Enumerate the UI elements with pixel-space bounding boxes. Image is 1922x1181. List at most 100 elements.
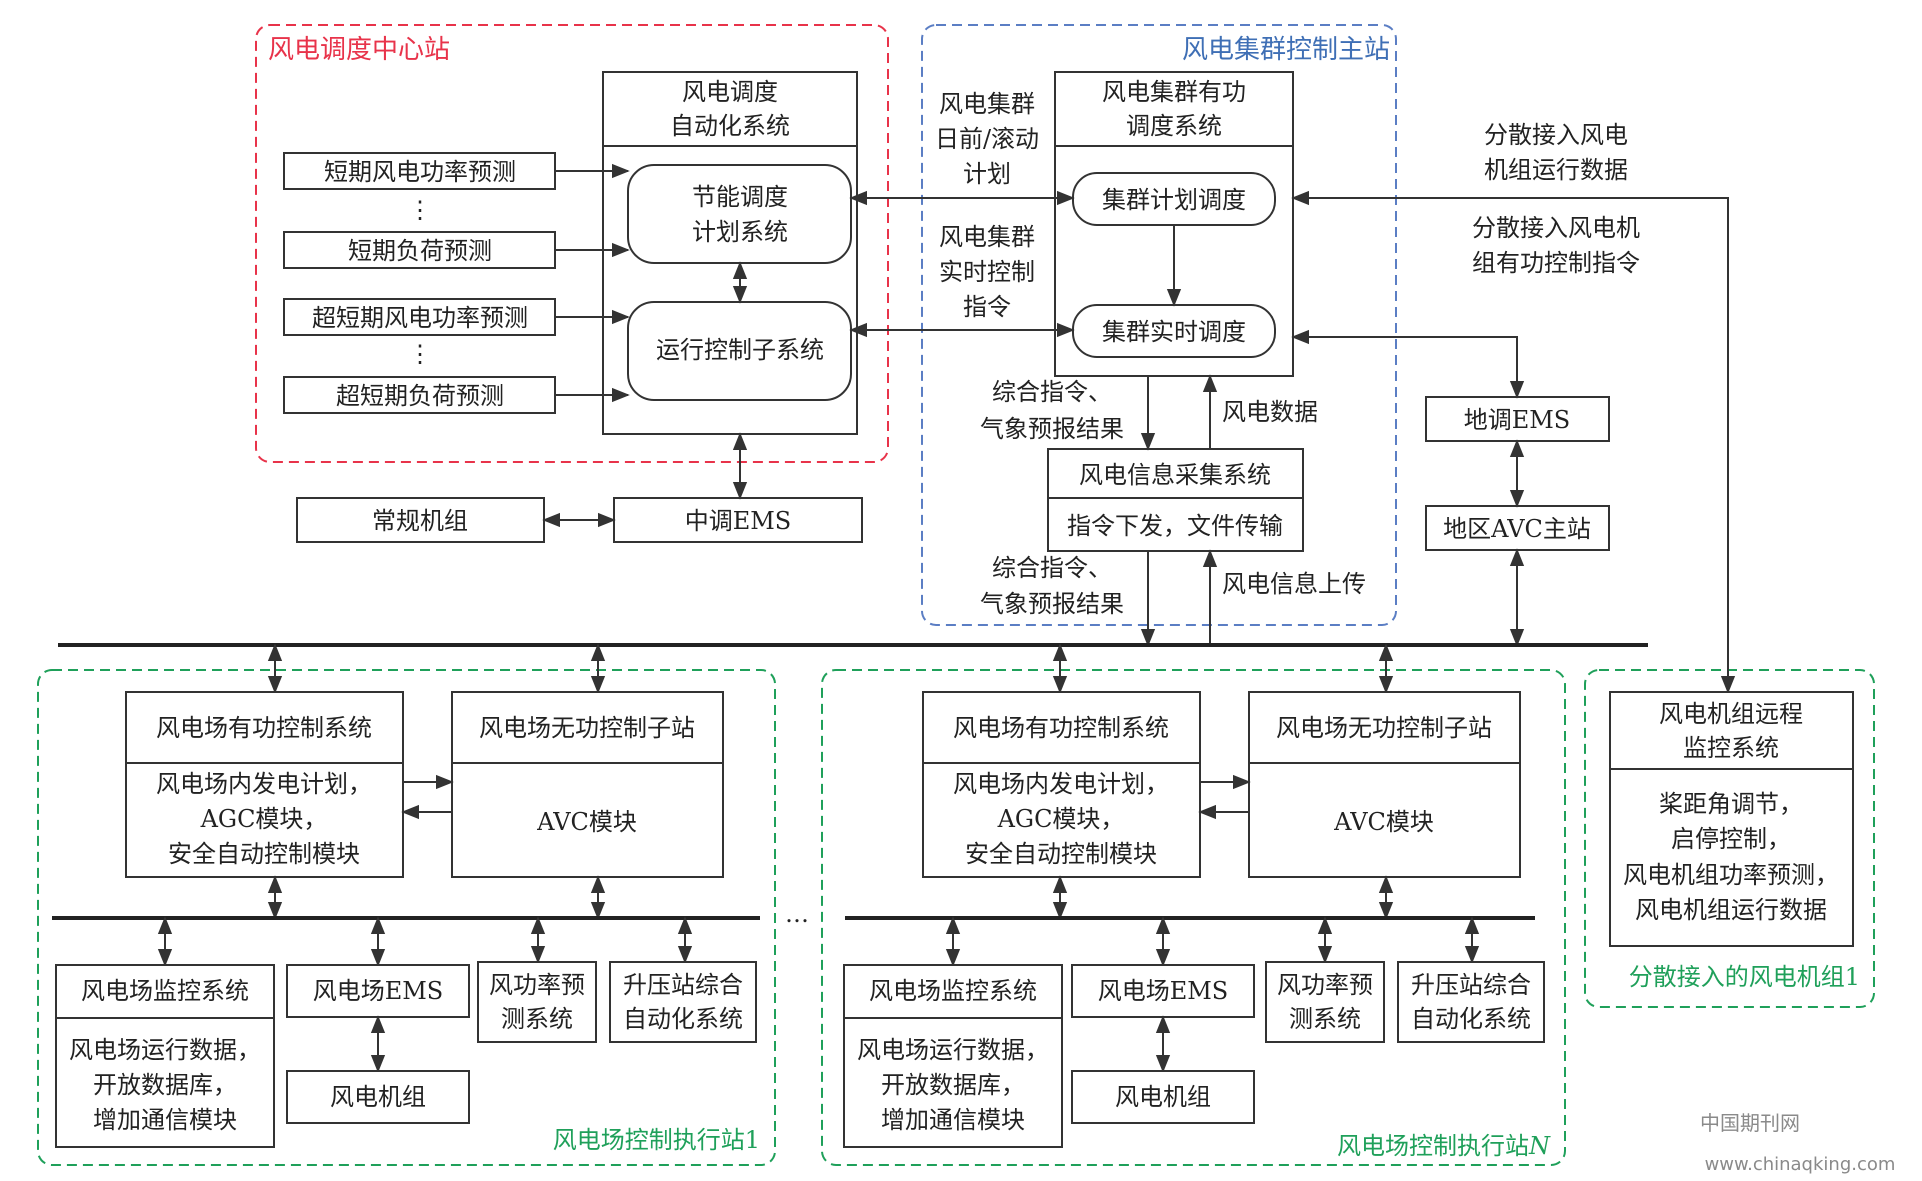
remote-func-3: 风电机组功率预测，	[1623, 861, 1839, 889]
info-collect-func: 指令下发，文件传输	[1067, 512, 1283, 540]
cmd2-label-2: 气象预报结果	[980, 590, 1124, 618]
local-avc-box	[1425, 505, 1610, 551]
monitor-box	[843, 964, 1063, 1148]
farm-ems-box	[1071, 964, 1255, 1018]
substation-box	[609, 961, 757, 1043]
turbine-box	[1071, 1070, 1255, 1124]
remote-title-1: 风电机组远程	[1659, 700, 1803, 728]
between-ellipsis: …	[785, 900, 809, 928]
info-upload-label: 风电信息上传	[1222, 570, 1366, 598]
info-collect-box	[1047, 448, 1304, 552]
active-func-2: AGC模块，	[200, 805, 328, 833]
cmd-label-2: 气象预报结果	[980, 415, 1124, 443]
cluster-master-title: 风电集群控制主站	[1182, 35, 1390, 65]
avc-module: AVC模块	[536, 808, 637, 836]
monitor-title: 风电场监控系统	[869, 977, 1037, 1005]
local-ems-label: 地调EMS	[1464, 406, 1571, 434]
local-avc-label: 地区AVC主站	[1443, 515, 1591, 543]
short-wind-box	[283, 152, 556, 190]
short-load-label: 短期负荷预测	[348, 237, 492, 265]
forecast-2: 测系统	[1289, 1005, 1361, 1033]
rt-label-3: 指令	[963, 293, 1011, 321]
active-control-title: 风电场有功控制系统	[953, 714, 1169, 742]
monitor-func-2: 开放数据库，	[881, 1071, 1025, 1099]
remote-func-2: 启停控制，	[1671, 825, 1791, 853]
central-ems-label: 中调EMS	[685, 507, 792, 535]
energy-plan-2: 计划系统	[692, 218, 788, 246]
wind-data-label: 风电数据	[1222, 398, 1318, 426]
short-load-box	[283, 231, 556, 269]
substation-box	[1397, 961, 1545, 1043]
watermark-url: www.chinaqking.com	[1705, 1154, 1896, 1175]
cluster-active-title-2: 调度系统	[1126, 112, 1222, 140]
short-wind-label: 短期风电功率预测	[324, 158, 516, 186]
turbine-label: 风电机组	[1115, 1083, 1211, 1111]
ellipsis-2: ⋮	[408, 340, 432, 368]
active-control-box	[125, 691, 404, 878]
reactive-control-box	[1248, 691, 1521, 878]
monitor-func-3: 增加通信模块	[881, 1106, 1025, 1134]
central-ems-box	[613, 497, 863, 543]
energy-plan-box	[627, 164, 852, 264]
realtime-dispatch-label: 集群实时调度	[1102, 318, 1246, 346]
automation-title-2: 自动化系统	[670, 112, 790, 140]
monitor-func-2: 开放数据库，	[93, 1071, 237, 1099]
conventional-unit-label: 常规机组	[372, 507, 468, 535]
energy-plan-1: 节能调度	[692, 183, 788, 211]
reactive-control-box	[451, 691, 724, 878]
ultra-load-label: 超短期负荷预测	[336, 382, 504, 410]
substation-2: 自动化系统	[623, 1005, 743, 1033]
farm-station-n: 风电场有功控制系统 风电场内发电计划， AGC模块， 安全自动控制模块 风电场无…	[843, 691, 1545, 1148]
turbine-label: 风电机组	[330, 1083, 426, 1111]
ellipsis-1: ⋮	[408, 196, 432, 224]
plan-label-3: 计划	[963, 160, 1011, 188]
active-control-title: 风电场有功控制系统	[156, 714, 372, 742]
active-control-box	[922, 691, 1201, 878]
monitor-func-3: 增加通信模块	[93, 1106, 237, 1134]
forecast-2: 测系统	[501, 1005, 573, 1033]
farm-station-n-region	[821, 669, 1566, 1166]
forecast-box	[1265, 961, 1385, 1043]
rt-label-2: 实时控制	[939, 258, 1035, 286]
cmd2-label-1: 综合指令、	[992, 554, 1112, 582]
reactive-control-title: 风电场无功控制子站	[1276, 714, 1492, 742]
distributed-units-title: 分散接入的风电机组1	[1629, 963, 1860, 991]
reactive-control-title: 风电场无功控制子站	[479, 714, 695, 742]
active-func-1: 风电场内发电计划，	[156, 770, 372, 798]
remote-func-4: 风电机组运行数据	[1635, 896, 1827, 924]
dist-cmd-1: 分散接入风电机	[1472, 214, 1640, 242]
plan-label-1: 风电集群	[939, 90, 1035, 118]
farm-station-n-title: 风电场控制执行站N	[1337, 1132, 1551, 1160]
automation-title-1: 风电调度	[682, 78, 778, 106]
active-func-2: AGC模块，	[997, 805, 1125, 833]
local-ems-box	[1425, 396, 1610, 442]
dist-data-2: 机组运行数据	[1484, 156, 1628, 184]
monitor-func-1: 风电场运行数据，	[69, 1036, 261, 1064]
monitor-box	[55, 964, 275, 1148]
info-collect-title: 风电信息采集系统	[1079, 461, 1271, 489]
substation-2: 自动化系统	[1411, 1005, 1531, 1033]
active-func-3: 安全自动控制模块	[168, 840, 360, 868]
remote-func-1: 桨距角调节，	[1659, 790, 1803, 818]
dist-data-1: 分散接入风电	[1484, 121, 1628, 149]
active-func-1: 风电场内发电计划，	[953, 770, 1169, 798]
plan-dispatch-label: 集群计划调度	[1102, 186, 1246, 214]
farm-station-1-region	[37, 669, 776, 1166]
cmd-label-1: 综合指令、	[992, 378, 1112, 406]
ultra-wind-box	[283, 298, 556, 336]
farm-ems-label: 风电场EMS	[1098, 977, 1229, 1005]
active-func-3: 安全自动控制模块	[965, 840, 1157, 868]
dispatch-center-title: 风电调度中心站	[268, 35, 450, 65]
farm-station-1-title: 风电场控制执行站1	[553, 1126, 760, 1154]
forecast-1: 风功率预	[1277, 971, 1373, 999]
turbine-box	[286, 1070, 470, 1124]
remote-monitor-box	[1609, 691, 1854, 947]
plan-label-2: 日前/滚动	[935, 125, 1039, 153]
farm-station-1: 风电场有功控制系统 风电场内发电计划， AGC模块， 安全自动控制模块 风电场无…	[52, 691, 760, 1148]
cluster-active-title-1: 风电集群有功	[1102, 78, 1246, 106]
rt-label-1: 风电集群	[939, 223, 1035, 251]
substation-1: 升压站综合	[623, 971, 743, 999]
farm-ems-label: 风电场EMS	[313, 977, 444, 1005]
remote-title-2: 监控系统	[1683, 734, 1779, 762]
